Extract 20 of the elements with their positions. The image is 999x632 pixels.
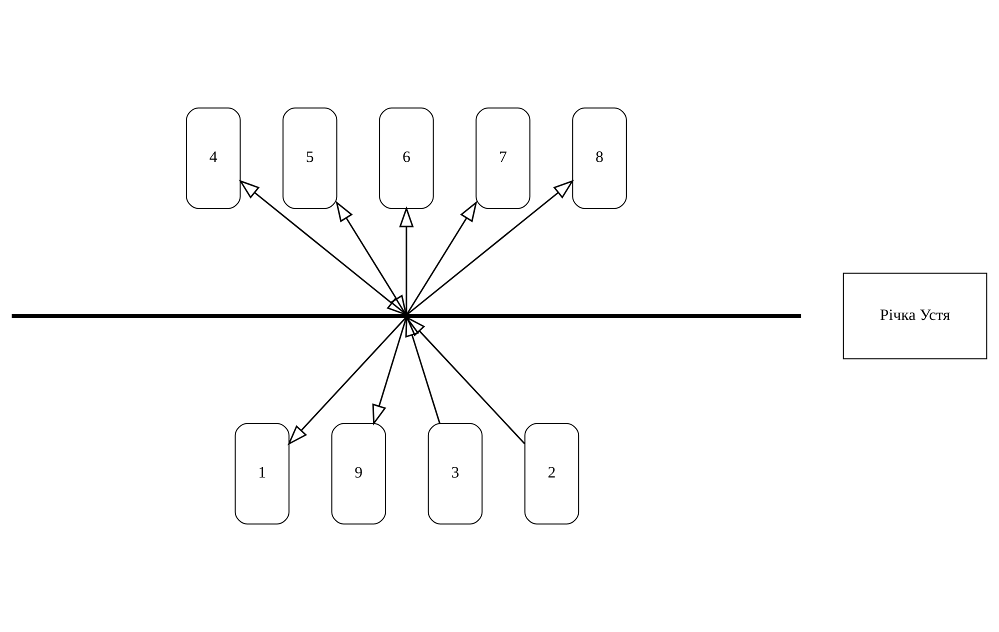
node-box: 8	[572, 107, 627, 209]
node-box: 1	[234, 423, 290, 525]
arrow	[406, 180, 574, 315]
node-box: 6	[379, 107, 434, 209]
node-box: 5	[282, 107, 338, 209]
arrow	[287, 317, 406, 446]
node-bar	[12, 314, 802, 318]
arrow	[372, 317, 407, 426]
arrow	[399, 206, 414, 314]
node-box: 9	[331, 423, 386, 525]
node-box: 2	[524, 423, 580, 525]
arrow	[336, 200, 408, 316]
arrow	[238, 180, 408, 316]
node-box: 7	[476, 107, 530, 209]
node-box: 4	[186, 107, 241, 209]
node-box: Річка Устя	[842, 272, 988, 360]
arrow	[405, 316, 440, 424]
node-box: 3	[428, 423, 483, 525]
arrow	[406, 200, 478, 315]
arrow	[406, 316, 526, 444]
